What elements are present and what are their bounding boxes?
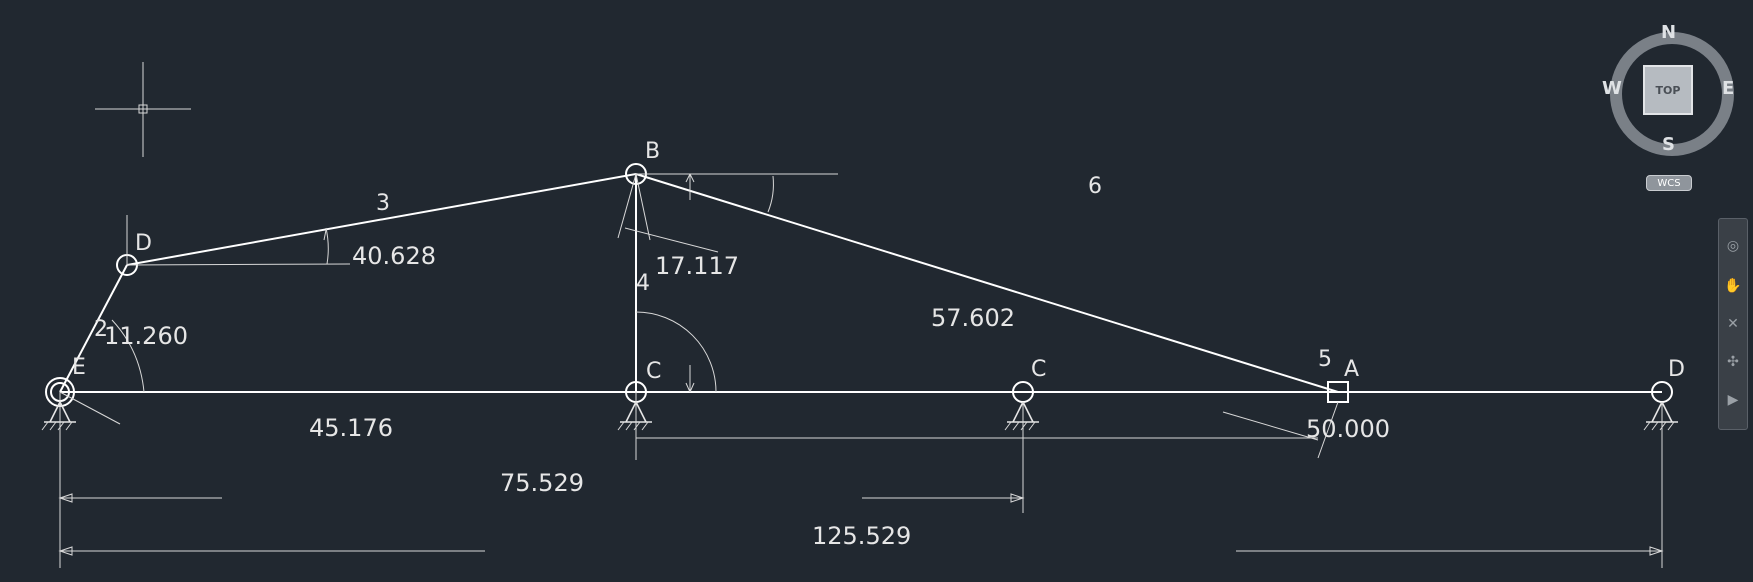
viewcube-top-face[interactable]: TOP [1643,65,1693,115]
compass-west[interactable]: W [1602,78,1622,99]
crosshair-cursor [95,62,191,157]
link-number-2: 2 [94,317,108,342]
orbit-icon[interactable]: ✣ [1727,354,1739,370]
point-label-c2: C [1031,357,1046,382]
mechanism-links [59,173,1339,393]
point-label-e: E [72,355,86,380]
link-number-4: 4 [636,271,650,296]
ground-supports [41,401,1678,431]
dim-angle-d: 40.628 [352,242,436,270]
support-c2 [1004,401,1039,431]
link-number-3: 3 [376,191,390,216]
dim-angle-e: 11.260 [104,322,188,350]
link-number-5: 5 [1318,347,1332,372]
link-db [126,173,637,266]
navigation-bar: ◎ ✋ ✕ ✣ ▶ [1718,218,1748,430]
point-label-a: A [1344,357,1359,382]
steering-wheel-icon[interactable]: ◎ [1726,238,1740,254]
support-c1 [617,401,652,431]
point-label-d: D [135,231,152,256]
point-label-d-right: D [1668,357,1685,382]
compass-south[interactable]: S [1662,134,1675,155]
link-ba [635,173,1339,393]
window-controls [1690,0,1750,6]
showmotion-icon[interactable]: ▶ [1727,392,1739,408]
dim-len-ba: 57.602 [931,304,1015,332]
zoom-extents-icon[interactable]: ✕ [1727,316,1739,332]
dim-len-ed: 125.529 [812,522,911,550]
compass-east[interactable]: E [1722,78,1735,99]
link-number-6: 6 [1088,174,1102,199]
link-ed [59,264,128,393]
angle-annotations [59,173,1339,459]
pan-hand-icon[interactable]: ✋ [1724,278,1742,294]
dim-angle-b: 17.117 [655,252,739,280]
joints [45,163,1673,407]
dim-len-ca: 50.000 [1306,415,1390,443]
support-d-right [1643,401,1678,431]
dimension-lines [58,392,1664,568]
point-label-b: B [645,139,660,164]
viewcube[interactable]: TOP N S E W [1600,22,1736,158]
compass-north[interactable]: N [1661,22,1677,43]
dim-len-ec: 45.176 [309,414,393,442]
wcs-menu-button[interactable]: WCS [1646,175,1692,191]
dim-len-ec2: 75.529 [500,469,584,497]
point-label-c1: C [646,359,661,384]
